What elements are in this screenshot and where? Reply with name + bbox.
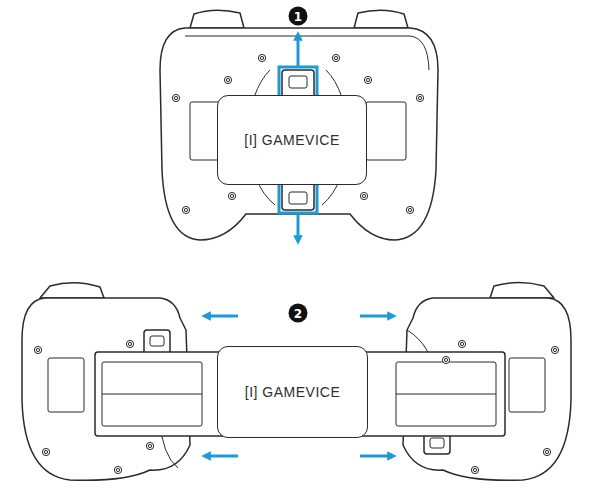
controller-part [102, 394, 202, 395]
controller-part [160, 28, 438, 240]
screw [116, 468, 119, 471]
controller-part [185, 36, 429, 70]
controller-part [360, 455, 392, 458]
screw [543, 448, 550, 455]
controller-part [396, 394, 496, 395]
screw [184, 208, 187, 211]
controller-part [282, 70, 314, 98]
screw [148, 444, 151, 447]
controller-part [289, 76, 307, 88]
screw [260, 56, 263, 59]
screw [545, 450, 548, 453]
screw [366, 78, 369, 81]
screw [406, 206, 413, 213]
controller-part [40, 283, 104, 298]
screw [471, 466, 478, 473]
controller-part [48, 358, 84, 412]
controller-part [206, 36, 392, 456]
controller-part [354, 10, 408, 28]
controller-part [150, 336, 164, 346]
screw [553, 348, 556, 351]
controller-part [509, 358, 545, 412]
controller-part [190, 10, 244, 28]
screw [551, 346, 558, 353]
screw [460, 342, 463, 345]
controller-part [366, 102, 406, 160]
logo-text: [I] GAMEVICE [244, 132, 339, 148]
controller-part [206, 315, 238, 318]
controller-part [490, 283, 554, 299]
controller-part [297, 214, 300, 240]
screw [458, 340, 465, 347]
callout-number: 1 [289, 7, 308, 26]
screw [114, 466, 121, 473]
controller-part [430, 438, 444, 448]
screw [44, 450, 47, 453]
screw [416, 94, 423, 101]
logo-plate: [I] GAMEVICE [217, 95, 367, 185]
controller-part [34, 54, 558, 473]
screw [334, 56, 337, 59]
screw [418, 96, 421, 99]
callout-number: 2 [289, 304, 308, 323]
screw [42, 448, 49, 455]
screw [364, 76, 371, 83]
controller-part [282, 182, 314, 210]
screw [34, 346, 41, 353]
logo-plate: [I] GAMEVICE [217, 346, 368, 438]
controller-part [22, 10, 571, 480]
screw [174, 96, 177, 99]
logo-text: [I] GAMEVICE [245, 384, 340, 400]
screw [360, 192, 367, 199]
controller-part [360, 315, 392, 318]
screw [224, 76, 231, 83]
controller-part [206, 455, 238, 458]
screw [258, 54, 265, 61]
screw [226, 78, 229, 81]
screw [442, 356, 449, 363]
screw [332, 54, 339, 61]
screw [408, 208, 411, 211]
screw [228, 192, 235, 199]
screw [362, 194, 365, 197]
screw [146, 442, 153, 449]
controller-part [396, 362, 496, 426]
screw [444, 358, 447, 361]
screw [172, 94, 179, 101]
controller-part [102, 362, 202, 426]
screw [36, 348, 39, 351]
screw [230, 194, 233, 197]
screw [473, 468, 476, 471]
screw [126, 340, 133, 347]
screw [182, 206, 189, 213]
controller-part [297, 36, 300, 66]
controller-part [289, 192, 307, 204]
screw [128, 342, 131, 345]
